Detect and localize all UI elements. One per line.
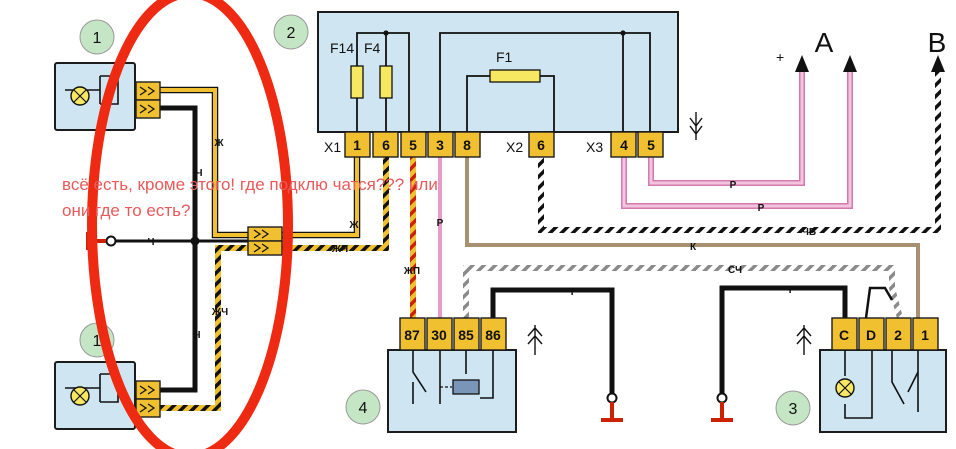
switch-3: C D 2 1 <box>819 317 947 433</box>
connector-x2-label: X2 <box>506 139 523 155</box>
lamp-lower <box>54 361 161 430</box>
relay-pin: 30 <box>431 327 447 343</box>
wire-ch-switch <box>719 285 848 395</box>
wire-label-k: К <box>690 242 697 253</box>
x1-pin: 6 <box>382 137 390 153</box>
fuse-f4 <box>379 65 393 99</box>
wire-label-ch-ground: Ч <box>147 237 154 248</box>
x3-pin: 5 <box>647 137 655 153</box>
relay-pin: 85 <box>458 327 474 343</box>
relay-pin: 87 <box>404 327 420 343</box>
connector-x3: X3 4 5 <box>586 131 664 158</box>
wire-label-ch-lower: Ч <box>193 330 200 341</box>
x1-pin: 8 <box>463 137 471 153</box>
component-number-3: 3 <box>775 390 811 426</box>
wire-k <box>465 157 920 318</box>
wire-label-ch-switch: Ч <box>784 285 791 296</box>
x2-pin: 6 <box>537 137 545 153</box>
ground-terminal <box>105 235 117 247</box>
switch-pin: D <box>866 327 876 343</box>
connector-symbol-icon <box>527 325 543 355</box>
x1-pin: 1 <box>353 137 361 153</box>
output-b-label: B <box>928 27 947 58</box>
fuse-f14-label: F14 <box>330 40 354 56</box>
fuse-f14 <box>350 65 364 99</box>
output-a-label: A <box>815 27 834 58</box>
svg-text:2: 2 <box>287 25 296 42</box>
relay-4: 87 30 85 86 <box>387 317 517 433</box>
wire-label-ch-relay: Ч <box>566 287 573 298</box>
x3-pin: 4 <box>620 137 628 153</box>
fuse-f4-label: F4 <box>364 40 381 56</box>
svg-text:1: 1 <box>93 333 102 350</box>
connector-x3-label: X3 <box>586 139 603 155</box>
relay-coil <box>452 379 480 395</box>
wire-chb <box>538 70 941 233</box>
fuse-f1-label: F1 <box>496 49 513 65</box>
wires <box>112 70 941 411</box>
svg-text:3: 3 <box>789 401 798 418</box>
wire-zhch-left <box>160 245 248 411</box>
connector-x1-label: X1 <box>324 139 341 155</box>
wire-label-zhch-right: ЖЧ <box>331 244 348 255</box>
annotation-note: всё есть, кроме этого! где подклю чатся?… <box>62 175 438 220</box>
svg-text:1: 1 <box>93 30 102 47</box>
switch-pin: C <box>839 327 849 343</box>
wire-label-zhch: ЖЧ <box>211 307 228 318</box>
wire-ch-relay <box>490 287 615 395</box>
junction-dot <box>190 236 200 246</box>
output-plus-label: + <box>776 49 784 65</box>
wire-label-sch: СЧ <box>728 265 742 276</box>
fuse-f1 <box>489 69 541 83</box>
harness-connector <box>247 226 283 256</box>
wire-label-zh: Ж <box>213 138 224 149</box>
connector-symbol-icon <box>689 112 703 140</box>
wire-label-chb: ЧБ <box>802 227 816 238</box>
component-number-4: 4 <box>345 389 381 425</box>
wire-label-p: Р <box>437 218 444 229</box>
component-number-2: 2 <box>273 14 309 50</box>
x1-pin: 3 <box>436 137 444 153</box>
ground-switch <box>711 392 733 422</box>
svg-text:4: 4 <box>359 400 368 417</box>
switch-pin: 2 <box>894 327 902 343</box>
connector-x1: X1 1 6 5 3 8 <box>324 131 481 158</box>
wire-label-zhp: ЖП <box>403 266 420 277</box>
wire-zhch-right <box>282 157 389 251</box>
arrow-b <box>931 55 945 72</box>
switch-pin: 1 <box>921 327 929 343</box>
connector-symbol-icon <box>796 325 812 355</box>
wire-label-r-lower: Р <box>758 203 765 214</box>
highlight-ellipse <box>87 0 293 449</box>
arrow-a <box>843 55 857 72</box>
x1-pin: 5 <box>409 137 417 153</box>
wire-ch-upper <box>160 105 198 393</box>
wire-label-r-upper: Р <box>730 180 737 191</box>
component-number-1-top: 1 <box>79 19 115 55</box>
arrow-a-plus <box>795 55 809 72</box>
wire-label-zh-mid: Ж <box>348 220 359 231</box>
relay-pin: 86 <box>485 327 501 343</box>
connector-x2: X2 6 <box>506 131 555 158</box>
wire-label-ch: Ч <box>195 168 202 179</box>
wire-sch <box>463 265 903 319</box>
block-2: F14 F4 F1 <box>317 11 679 133</box>
ground-relay <box>601 392 623 422</box>
